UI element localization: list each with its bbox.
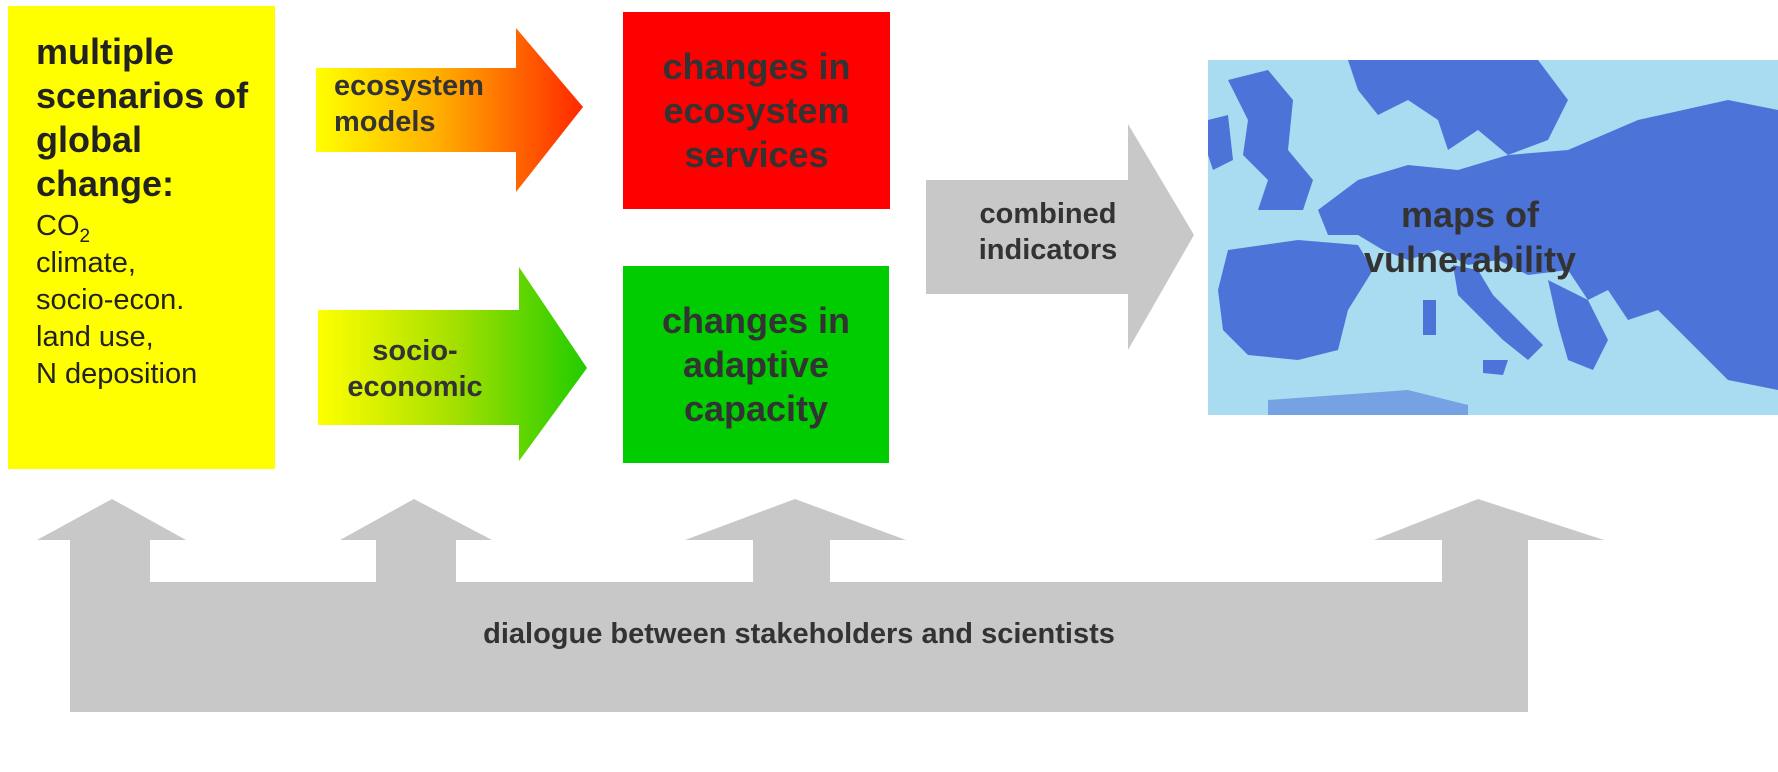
box-line: services <box>684 133 829 175</box>
scenario-title-line: change: <box>36 163 175 204</box>
scenario-drivers: CO2 climate, socio-econ. land use, N dep… <box>36 208 275 393</box>
map-label-line: maps of <box>1400 194 1540 235</box>
adaptive-capacity-box: changes in adaptive capacity <box>623 266 889 463</box>
co2-label: CO <box>36 210 80 242</box>
combined-indicators-label: combined indicators <box>928 196 1168 268</box>
europe-vulnerability-map <box>1208 60 1778 415</box>
map-label-line: vulnerability <box>1363 239 1577 280</box>
arrow-label-line: ecosystem <box>334 70 484 102</box>
europe-map-graphic <box>1208 60 1778 415</box>
scenario-title-line: global <box>36 119 142 160</box>
dialogue-label: dialogue between stakeholders and scient… <box>483 618 1115 650</box>
driver-item: climate, <box>36 247 136 279</box>
socio-economic-label: socio- economic <box>320 333 510 405</box>
arrow-label-line: combined <box>979 198 1117 230</box>
arrow-label-line: economic <box>347 371 483 403</box>
arrow-label-line: indicators <box>978 234 1118 266</box>
box-line: changes in <box>662 45 851 87</box>
scenario-box: multiple scenarios of global change: CO2… <box>8 6 275 469</box>
driver-item: N deposition <box>36 358 198 390</box>
combined-indicators-arrow <box>926 124 1194 350</box>
arrow-label-line: socio- <box>372 335 458 367</box>
socio-economic-arrow <box>318 267 587 461</box>
box-line: adaptive <box>682 343 830 385</box>
ecosystem-models-label: ecosystem models <box>320 68 510 140</box>
scenario-title: multiple scenarios of global change: <box>36 30 275 206</box>
driver-item: socio-econ. <box>36 284 185 316</box>
vulnerability-maps-label: maps of vulnerability <box>1300 192 1640 282</box>
box-line: capacity <box>683 387 829 429</box>
scenario-title-line: multiple <box>36 31 175 72</box>
driver-item: land use, <box>36 321 154 353</box>
arrow-label-line: models <box>334 106 436 138</box>
ecosystem-services-box: changes in ecosystem services <box>623 12 890 209</box>
co2-driver: CO2 <box>36 208 275 247</box>
box-line: changes in <box>661 299 851 341</box>
box-line: ecosystem <box>663 89 850 131</box>
dialogue-feedback-arrow <box>37 499 1604 712</box>
co2-subscript: 2 <box>79 225 91 247</box>
scenario-title-line: scenarios of <box>36 75 249 116</box>
ecosystem-models-arrow <box>316 28 583 192</box>
